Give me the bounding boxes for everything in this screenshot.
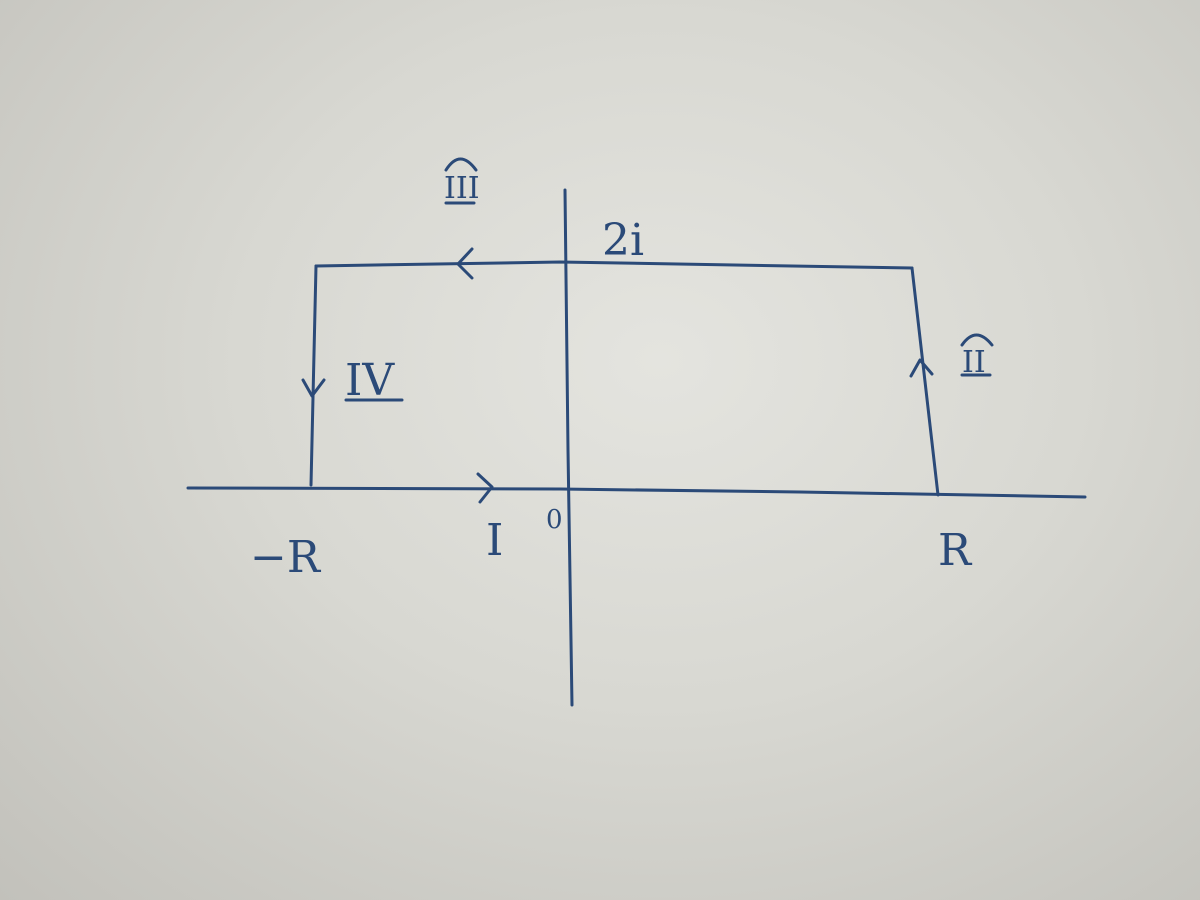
arc-mark-ii bbox=[960, 333, 994, 347]
imaginary-axis bbox=[563, 188, 574, 707]
arrow-segment-ii bbox=[909, 358, 934, 378]
label-neg-r: −R bbox=[250, 532, 322, 583]
contour-left-segment bbox=[309, 264, 318, 487]
contour-top-segment bbox=[314, 260, 914, 270]
label-origin: 0 bbox=[546, 505, 563, 535]
real-axis bbox=[186, 486, 1087, 499]
arrow-segment-i bbox=[476, 472, 494, 504]
label-segment-ii: II bbox=[962, 345, 986, 380]
arc-mark-iii bbox=[444, 157, 478, 172]
arrow-segment-iv bbox=[301, 378, 326, 398]
contour-right-segment bbox=[910, 266, 940, 497]
label-segment-iii: III bbox=[444, 171, 480, 206]
label-pos-r: R bbox=[938, 525, 973, 576]
label-top-value: 2i bbox=[602, 215, 644, 266]
arrow-segment-iii bbox=[456, 247, 474, 280]
label-segment-i: I bbox=[486, 515, 503, 566]
label-segment-iv: IV bbox=[345, 355, 395, 406]
